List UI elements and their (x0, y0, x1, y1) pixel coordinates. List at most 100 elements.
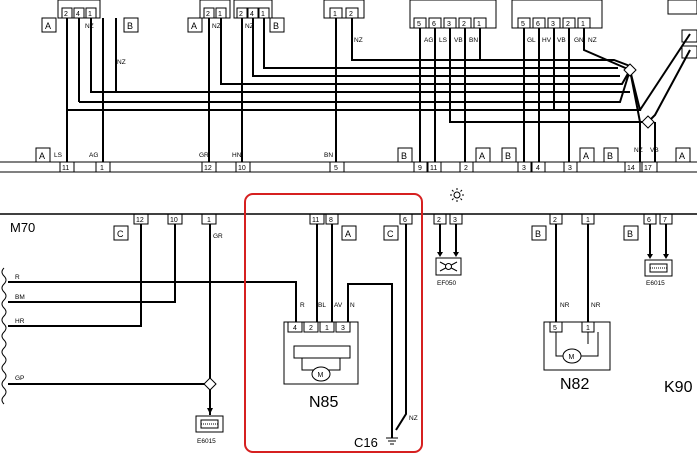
low-pin-7: 7 (663, 217, 667, 224)
zone-b-6: B (535, 229, 541, 239)
junction-node-1 (623, 63, 637, 77)
tc4-pin-a: 1 (333, 11, 337, 18)
tc6-pin-b: 6 (536, 21, 540, 28)
tc5-pin-a: 5 (417, 21, 421, 28)
e6015-right-icon (644, 259, 673, 277)
low-lbl-nr-2: NR (591, 302, 601, 309)
wire-lbl-vb-2: VB (557, 37, 566, 44)
tc6-pin-c: 3 (551, 21, 555, 28)
tc2-pin-a: 2 (206, 11, 210, 18)
top-connector-5 (409, 0, 497, 29)
junction-node-3 (203, 377, 217, 391)
low-lbl-gr: GR (213, 233, 223, 240)
low-pin-6a: 6 (403, 217, 407, 224)
left-lbl-bm: BM (15, 294, 25, 301)
mid-pin-10: 10 (238, 165, 246, 172)
mid-pin-1: 1 (100, 165, 104, 172)
tc5-pin-d: 2 (462, 21, 466, 28)
wire-lbl-nz-3: NZ (212, 23, 221, 30)
e6015-right-label: E6015 (646, 280, 665, 287)
mid-connector-strip (0, 147, 697, 173)
low-pin-6b: 6 (647, 217, 651, 224)
wire-lbl-vb-3: VB (650, 147, 659, 154)
top-zone-boxes (41, 17, 285, 33)
n85-pin-3: 3 (341, 325, 345, 332)
top-connector-7 (667, 0, 697, 59)
tc6-pin-d: 2 (566, 21, 570, 28)
tc5-pin-e: 1 (477, 21, 481, 28)
mid-lbl-hn: HN (232, 152, 242, 159)
n85-motor-symbol: M (318, 372, 324, 379)
ground-icon (386, 437, 398, 445)
mid-pin-12: 12 (204, 165, 212, 172)
c16-label: C16 (354, 435, 378, 450)
top-connector-2 (199, 0, 231, 19)
wire-lbl-nz-5: NZ (354, 37, 363, 44)
low-pin-1b: 1 (586, 217, 590, 224)
n85-pin-1: 1 (325, 325, 329, 332)
zone-c-1: C (117, 229, 124, 239)
zone-b-7: B (627, 229, 633, 239)
wire-lbl-nz-2: NZ (117, 59, 126, 66)
low-lbl-bl: BL (318, 302, 326, 309)
mid-pin-2: 2 (464, 165, 468, 172)
low-lbl-n: N (350, 302, 355, 309)
mid-pin-11b: 11 (430, 165, 437, 172)
mid-pin-14: 14 (627, 165, 635, 172)
mid-lbl-ls: LS (54, 152, 63, 159)
highlight-frame (244, 193, 423, 453)
n85-label: N85 (309, 394, 338, 411)
wire-lbl-vb-1: VB (454, 37, 463, 44)
n85-pin-4: 4 (293, 325, 297, 332)
e6015-left-icon (195, 415, 224, 433)
zone-a-3: A (39, 151, 45, 161)
low-pin-2b: 2 (553, 217, 557, 224)
e6015-left-label: E6015 (197, 438, 216, 445)
harness-break-edge (1, 267, 7, 405)
mid-pin-4: 4 (536, 165, 540, 172)
low-pin-8: 8 (329, 217, 333, 224)
lower-connector-boxes (113, 213, 673, 241)
n82-pin-1: 1 (586, 325, 590, 332)
left-lbl-r: R (15, 274, 20, 281)
low-pin-2a: 2 (437, 217, 441, 224)
n82-motor-icon: M (562, 348, 582, 364)
n85-motor-icon: M (311, 366, 331, 382)
tc4-pin-b: 2 (349, 11, 353, 18)
mid-pin-17: 17 (644, 165, 652, 172)
zone-b-2: B (273, 21, 279, 31)
n82-label: N82 (560, 376, 589, 393)
wire-lbl-ls: LS (439, 37, 448, 44)
tc6-pin-a: 5 (521, 21, 525, 28)
left-lbl-hr: HR (15, 318, 25, 325)
wire-lbl-nz-6: NZ (588, 37, 597, 44)
tc3-pin-a: 2 (239, 11, 243, 18)
zone-b-1: B (127, 21, 133, 31)
mid-pin-3a: 3 (522, 165, 526, 172)
low-pin-1: 1 (207, 217, 211, 224)
bus-label: M70 (10, 220, 35, 235)
arrowheads (207, 252, 669, 414)
mid-pin-5: 5 (334, 165, 338, 172)
zone-b-5: B (607, 151, 613, 161)
wire-lbl-hv: HV (542, 37, 552, 44)
left-lbl-gp: GP (15, 375, 24, 382)
zone-c-2: C (387, 229, 394, 239)
mid-pin-11a: 11 (62, 165, 69, 172)
zone-a-2: A (191, 21, 197, 31)
top-connector-4 (323, 0, 365, 19)
wire-lbl-bn: BN (469, 37, 478, 44)
zone-a-1: A (45, 21, 51, 31)
mid-lbl-gr: GR (199, 152, 209, 159)
mid-lbl-bn: BN (324, 152, 333, 159)
tc6-pin-e: 1 (581, 21, 585, 28)
wire-lbl-gl: GL (527, 37, 536, 44)
tc5-pin-c: 3 (447, 21, 451, 28)
ef050-icon (435, 257, 462, 276)
n82-pin-5: 5 (553, 325, 557, 332)
tc3-pin-b: 4 (250, 11, 254, 18)
low-pin-11: 11 (312, 217, 319, 224)
mid-lbl-ag: AG (89, 152, 98, 159)
junction-node-2 (641, 115, 655, 129)
wire-lbl-nz-1: NZ (85, 23, 94, 30)
